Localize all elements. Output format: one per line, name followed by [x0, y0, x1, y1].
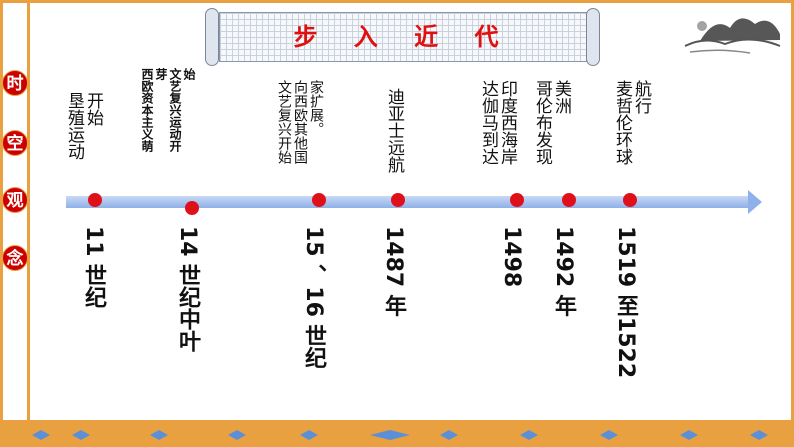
- event-label: 印度西海岸 达伽马到达: [478, 80, 516, 165]
- event-label: 美洲 哥伦布发现: [532, 80, 570, 165]
- event-label-line: 美洲: [551, 80, 571, 114]
- scroll-roll-right: [586, 8, 600, 66]
- timeline-arrowhead: [748, 190, 762, 214]
- event-year: 14 世纪中叶: [174, 226, 200, 352]
- timeline-dot: [88, 193, 102, 207]
- event-label-line: 达伽马到达: [478, 80, 498, 165]
- event-label-line: 西欧资本主义萌: [140, 68, 154, 152]
- event-label-line: 芽: [154, 68, 168, 80]
- ink-landscape-icon: [680, 6, 785, 61]
- event-year: 1487 年: [380, 226, 406, 317]
- timeline-dot: [562, 193, 576, 207]
- page-title: 步 入 近 代: [219, 12, 587, 62]
- timeline-dot: [391, 193, 405, 207]
- timeline-dot: [185, 201, 199, 215]
- timeline-dot: [510, 193, 524, 207]
- timeline-dot: [623, 193, 637, 207]
- event-label: 迪亚士远航: [384, 88, 403, 173]
- event-label: 开始 垦殖运动: [64, 92, 102, 160]
- event-year: 1519 至1522: [612, 226, 638, 378]
- event-label-line: 向西欧其他国: [292, 80, 308, 164]
- event-label-line: 麦哲伦环球: [612, 80, 632, 165]
- event-year: 1492 年: [550, 226, 576, 317]
- event-label-line: 印度西海岸: [497, 80, 517, 165]
- event-label-line: 始: [182, 68, 196, 80]
- side-badge: 念: [2, 245, 28, 271]
- event-label-line: 开始: [83, 92, 103, 126]
- event-label: 家扩展。 向西欧其他国 文艺复兴开始: [276, 80, 324, 164]
- event-label-line: 文艺复兴运动开: [168, 68, 182, 152]
- scroll-roll-left: [205, 8, 219, 66]
- title-scroll: 步 入 近 代: [205, 8, 600, 66]
- event-label-line: 航行: [631, 80, 651, 114]
- event-label: 航行 麦哲伦环球: [612, 80, 650, 165]
- event-label-line: 家扩展。: [308, 80, 324, 136]
- event-year: 1498: [498, 226, 524, 287]
- event-year: 15 、16 世纪: [300, 226, 326, 369]
- frame-inner-line: [27, 0, 30, 420]
- event-label-line: 哥伦布发现: [532, 80, 552, 165]
- side-badge: 空: [2, 130, 28, 156]
- side-badge: 观: [2, 187, 28, 213]
- event-label-line: 迪亚士远航: [384, 88, 404, 173]
- event-label-line: 文艺复兴开始: [276, 80, 292, 164]
- timeline-axis: [66, 196, 752, 208]
- side-badge: 时: [2, 70, 28, 96]
- event-label-line: 垦殖运动: [64, 92, 84, 160]
- timeline-dot: [312, 193, 326, 207]
- event-year: 11 世纪: [80, 226, 106, 308]
- event-label: 始 文艺复兴运动开 芽 西欧资本主义萌: [140, 68, 196, 152]
